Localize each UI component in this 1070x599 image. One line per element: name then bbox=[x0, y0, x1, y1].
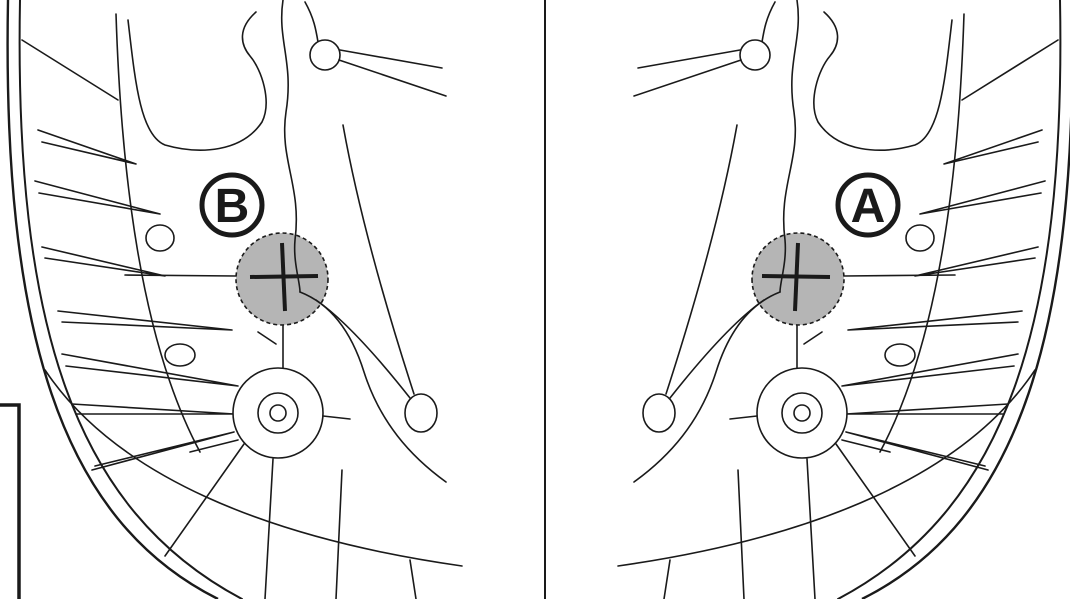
rib-wedge bbox=[58, 311, 232, 330]
upper-node bbox=[310, 40, 340, 70]
marker-right-label: A bbox=[851, 180, 886, 233]
marker-left-label: B bbox=[215, 180, 250, 233]
lower-node bbox=[405, 394, 437, 432]
right-panel bbox=[618, 0, 1070, 599]
long-descending-line bbox=[343, 125, 414, 394]
rib-wedge bbox=[42, 247, 165, 276]
connector-curve bbox=[316, 300, 410, 398]
left-panel bbox=[8, 0, 462, 599]
small-oval bbox=[146, 225, 174, 251]
rib-connector bbox=[125, 275, 236, 276]
radiating-line bbox=[336, 470, 342, 599]
marker-left: B bbox=[202, 175, 262, 235]
radiating-line bbox=[265, 459, 273, 599]
rib-wedge bbox=[62, 354, 238, 386]
rib-wedge bbox=[92, 432, 234, 470]
radiating-line bbox=[165, 444, 244, 556]
rib-wedge bbox=[72, 404, 234, 414]
target-side-line bbox=[323, 416, 350, 419]
target-inner-ring bbox=[270, 405, 286, 421]
lower-sweep-curve bbox=[300, 292, 446, 482]
small-oval bbox=[165, 344, 195, 366]
marker-right: A bbox=[838, 175, 898, 235]
rib-wedge bbox=[38, 130, 136, 164]
top-diagonal-line bbox=[22, 40, 118, 100]
outer-outline bbox=[8, 0, 218, 599]
radiating-line bbox=[410, 560, 416, 599]
rib-wedge bbox=[35, 181, 160, 214]
outer-outline-inner bbox=[20, 0, 242, 599]
rib-connector bbox=[258, 332, 276, 344]
bone-outline bbox=[128, 12, 266, 150]
target-icon bbox=[233, 368, 323, 458]
corner-bracket bbox=[0, 405, 19, 599]
spine-line-secondary bbox=[305, 2, 318, 42]
